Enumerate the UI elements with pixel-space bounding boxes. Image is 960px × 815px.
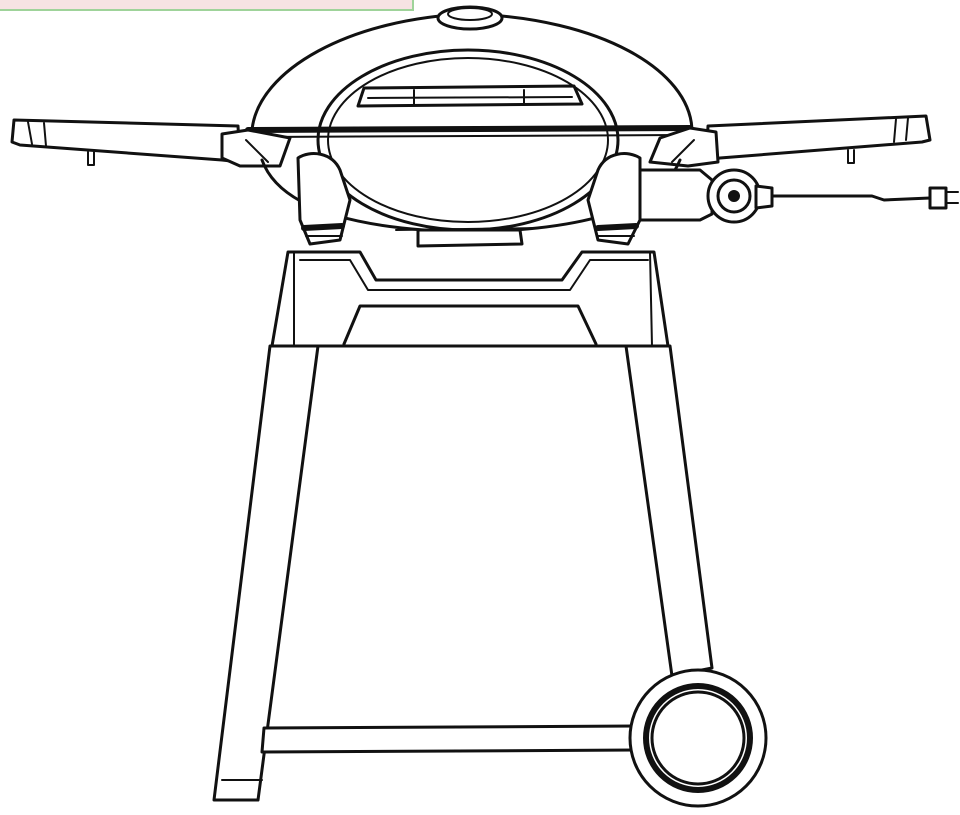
- lid-inner-panel-rim: [327, 57, 609, 223]
- right-cookbox-support: [586, 152, 642, 246]
- lid-handle: [356, 84, 584, 108]
- lid-dome: [250, 12, 694, 132]
- power-cord: [770, 194, 932, 202]
- left-side-table: [10, 118, 242, 164]
- lid-inner-panel: [316, 48, 620, 232]
- corner-tag: [0, 0, 414, 11]
- cart-front-panel: [342, 304, 598, 346]
- lid-vent-knob-inner: [447, 7, 493, 21]
- control-housing: [638, 168, 714, 222]
- bottom-crossbar: [260, 724, 642, 754]
- right-hinge: [648, 126, 720, 168]
- lid-vent-knob: [436, 5, 504, 31]
- lid-seam: [245, 125, 693, 133]
- left-leg: [212, 344, 320, 802]
- cart-top-frame: [270, 250, 670, 348]
- grease-tray: [416, 228, 524, 248]
- left-cookbox-support: [296, 152, 352, 246]
- left-hinge: [220, 128, 292, 168]
- wheel: [628, 668, 768, 808]
- right-leg: [624, 344, 714, 678]
